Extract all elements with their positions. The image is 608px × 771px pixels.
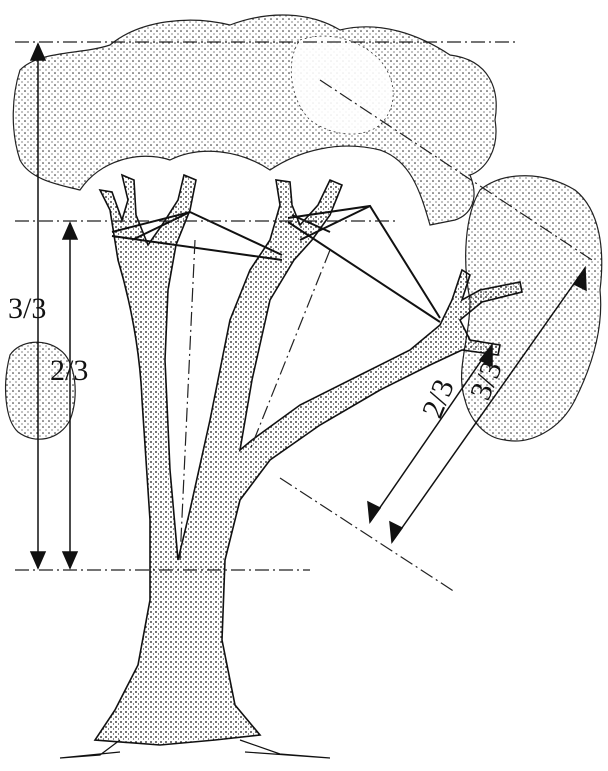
right-two-thirds-label: 2/3 [416, 375, 461, 423]
left-two-thirds-label: 2/3 [50, 354, 88, 387]
left-full-label: 3/3 [8, 292, 46, 325]
trunk [60, 175, 522, 758]
